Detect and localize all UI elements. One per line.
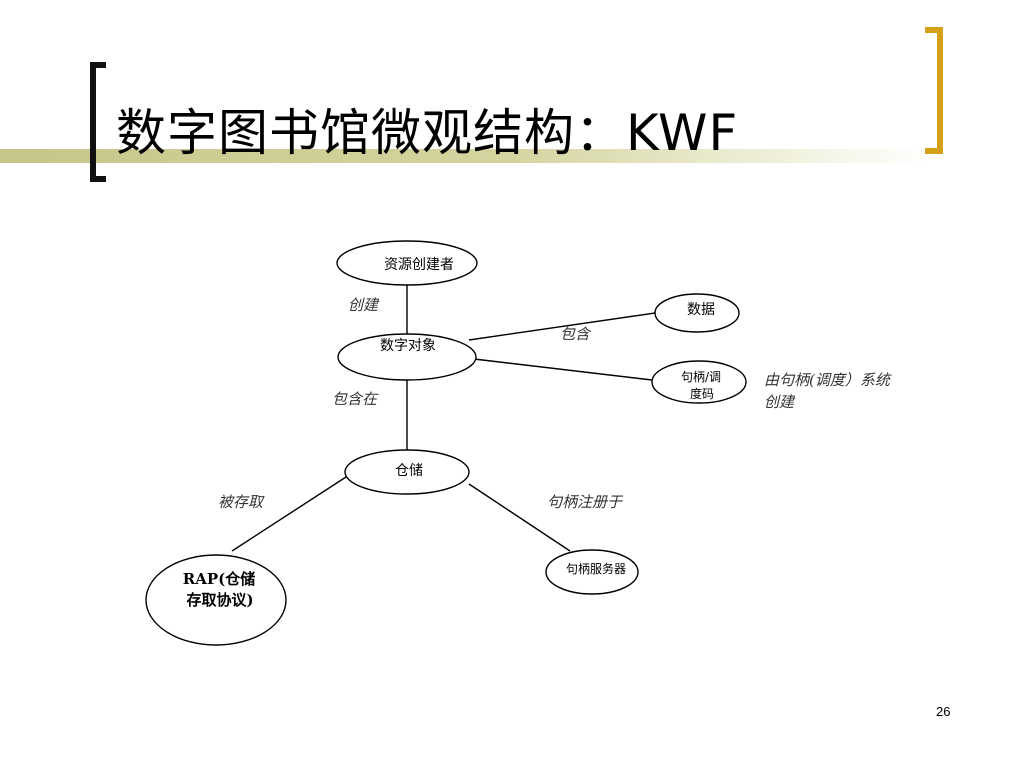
node-rap-label-2: 存取协议) [186, 591, 253, 609]
node-digital-object-label: 数字对象 [380, 338, 436, 354]
edge-label-registered: 句柄注册于 [547, 493, 624, 511]
node-resource-creator: 资源创建者 [336, 240, 478, 286]
node-handle-code: 句柄/调 度码 [651, 360, 747, 404]
node-handle-server: 句柄服务器 [545, 549, 639, 595]
node-rap: RAP(仓储 存取协议) [145, 554, 287, 646]
handle-annotation-line-2: 创建 [764, 393, 796, 411]
edge-label-accessed: 被存取 [218, 493, 265, 511]
node-handle-code-label-1: 句柄/调 [681, 370, 721, 384]
node-digital-object: 数字对象 [337, 333, 477, 381]
right-bracket-decoration [925, 27, 943, 154]
node-resource-creator-label: 资源创建者 [384, 257, 454, 273]
edge-label-create: 创建 [348, 296, 380, 314]
node-handle-server-label: 句柄服务器 [566, 561, 626, 576]
edge-repository-rap [231, 476, 347, 552]
left-bracket-decoration [90, 62, 106, 182]
title-underline-bar [0, 149, 930, 163]
edge-object-handle [473, 358, 653, 381]
slide-title: 数字图书馆微观结构：KWF [116, 104, 739, 162]
node-rap-label-1: RAP(仓储 [183, 570, 255, 588]
edge-object-data [468, 312, 656, 341]
edge-label-contained-in: 包含在 [332, 390, 379, 408]
node-data: 数据 [654, 293, 740, 333]
node-handle-code-label-2: 度码 [690, 386, 714, 401]
page-number: 26 [936, 704, 951, 719]
handle-annotation-line-1: 由句柄(调度）系统 [764, 371, 892, 389]
node-data-label: 数据 [687, 302, 715, 318]
node-repository: 仓储 [344, 449, 470, 495]
node-repository-label: 仓储 [395, 463, 423, 479]
edge-label-contains: 包含 [560, 325, 592, 343]
edge-repository-handle-server [468, 483, 571, 552]
